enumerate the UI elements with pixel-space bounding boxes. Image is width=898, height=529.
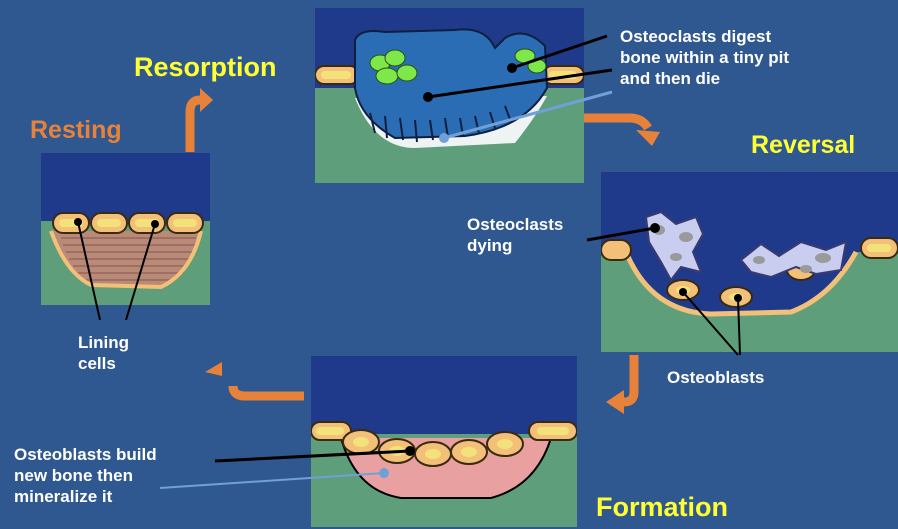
label-osteoclasts-dying-line-2: dying — [467, 235, 597, 256]
label-osteoblasts-build-line-1: Osteoblasts build — [14, 444, 214, 465]
resorption-panel — [315, 8, 584, 183]
label-osteoclasts-digest-line-1: Osteoclasts digest — [620, 26, 880, 47]
label-osteoblasts-build-line-2: new bone then — [14, 465, 214, 486]
resorption-illustration — [315, 8, 584, 183]
label-osteoclasts-digest-line-2: bone within a tiny pit — [620, 47, 880, 68]
formation-panel — [311, 356, 577, 527]
label-lining-cells-line-1: Lining — [78, 332, 168, 353]
cycle-arrow-resorption-to-reversal — [584, 118, 660, 146]
label-lining-cells: Lining cells — [78, 332, 168, 374]
label-osteoblasts: Osteoblasts — [667, 367, 764, 388]
resting-illustration — [41, 153, 210, 305]
label-osteoclasts-dying: Osteoclasts dying — [467, 214, 597, 256]
cycle-arrow-formation-to-resting — [205, 362, 304, 396]
phase-title-resorption: Resorption — [134, 52, 277, 83]
resting-panel — [41, 153, 210, 305]
label-osteoclasts-dying-line-1: Osteoclasts — [467, 214, 597, 235]
label-lining-cells-line-2: cells — [78, 353, 168, 374]
formation-illustration — [311, 356, 577, 527]
reversal-illustration — [601, 172, 898, 352]
label-osteoclasts-digest-line-3: and then die — [620, 68, 880, 89]
reversal-panel — [601, 172, 898, 352]
label-osteoclasts-digest: Osteoclasts digest bone within a tiny pi… — [620, 26, 880, 89]
cycle-arrow-resting-to-resorption — [190, 88, 213, 152]
phase-title-reversal: Reversal — [751, 131, 855, 160]
phase-title-formation: Formation — [596, 492, 728, 523]
label-osteoblasts-build-line-3: mineralize it — [14, 486, 214, 507]
cycle-arrow-reversal-to-formation — [606, 355, 634, 414]
phase-title-resting: Resting — [30, 116, 122, 145]
label-osteoblasts-build: Osteoblasts build new bone then minerali… — [14, 444, 214, 507]
